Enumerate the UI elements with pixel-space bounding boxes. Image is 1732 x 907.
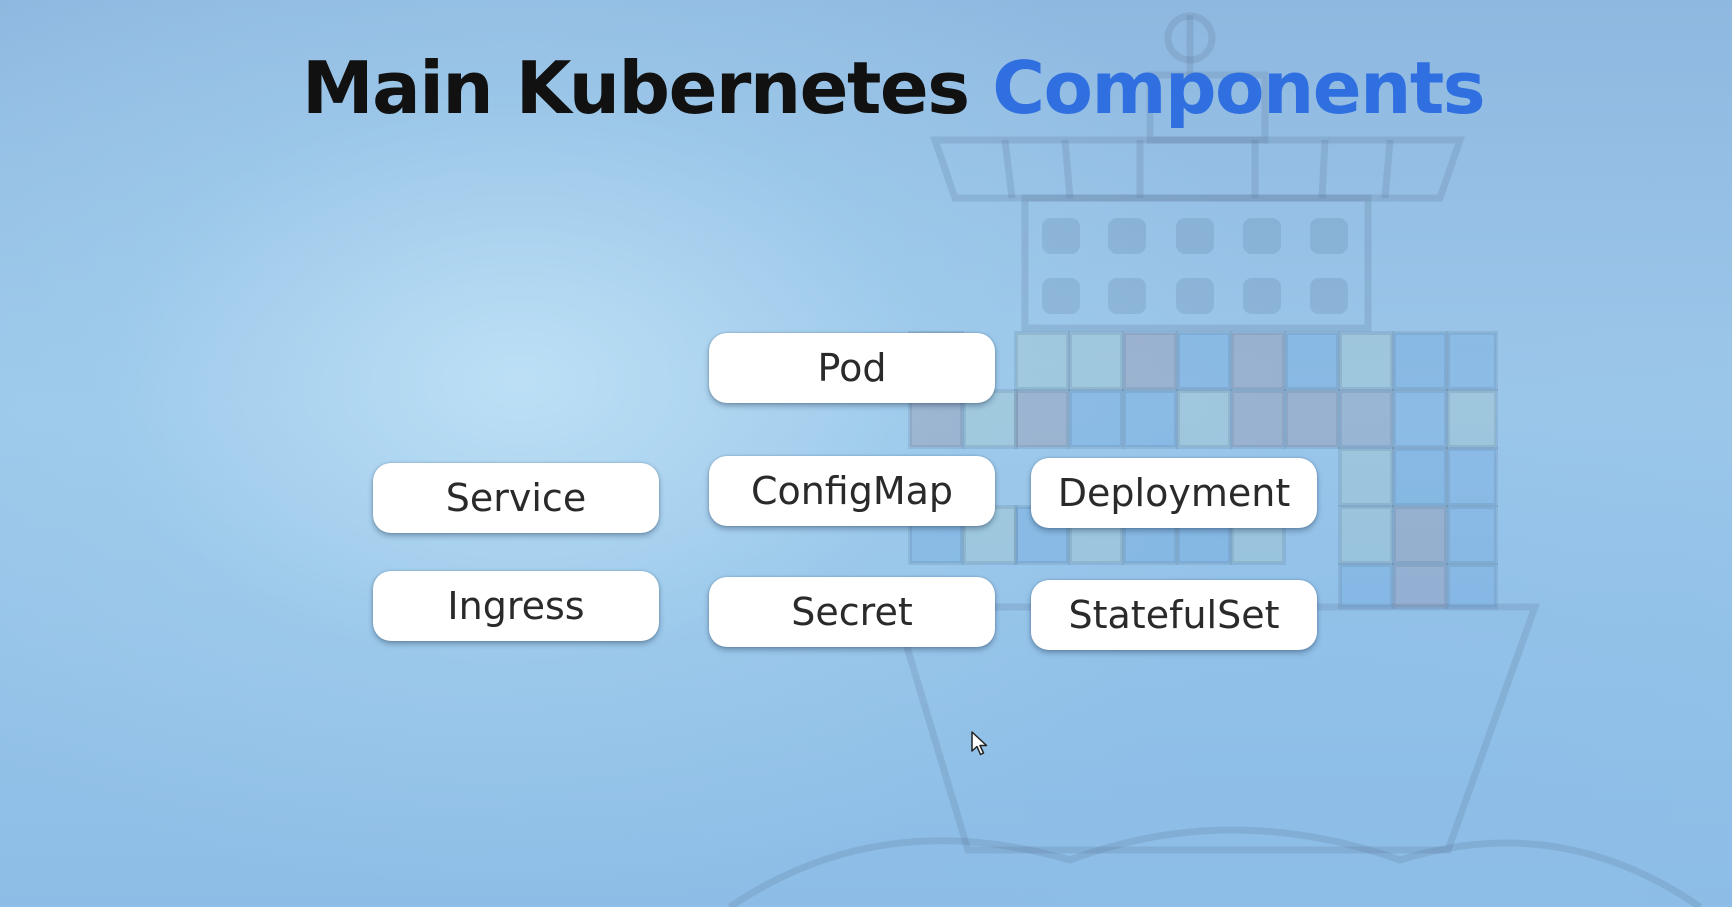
component-box-pod: Pod xyxy=(709,333,995,403)
title-accent-text: Components xyxy=(992,46,1485,130)
slide-title: Main Kubernetes Components xyxy=(302,52,1486,124)
component-box-service: Service xyxy=(373,463,659,533)
title-main-text: Main Kubernetes xyxy=(302,46,970,130)
component-box-secret: Secret xyxy=(709,577,995,647)
component-box-statefulset: StatefulSet xyxy=(1031,580,1317,650)
mouse-cursor-icon xyxy=(971,731,988,756)
component-box-ingress: Ingress xyxy=(373,571,659,641)
component-box-deployment: Deployment xyxy=(1031,458,1317,528)
component-box-configmap: ConfigMap xyxy=(709,456,995,526)
